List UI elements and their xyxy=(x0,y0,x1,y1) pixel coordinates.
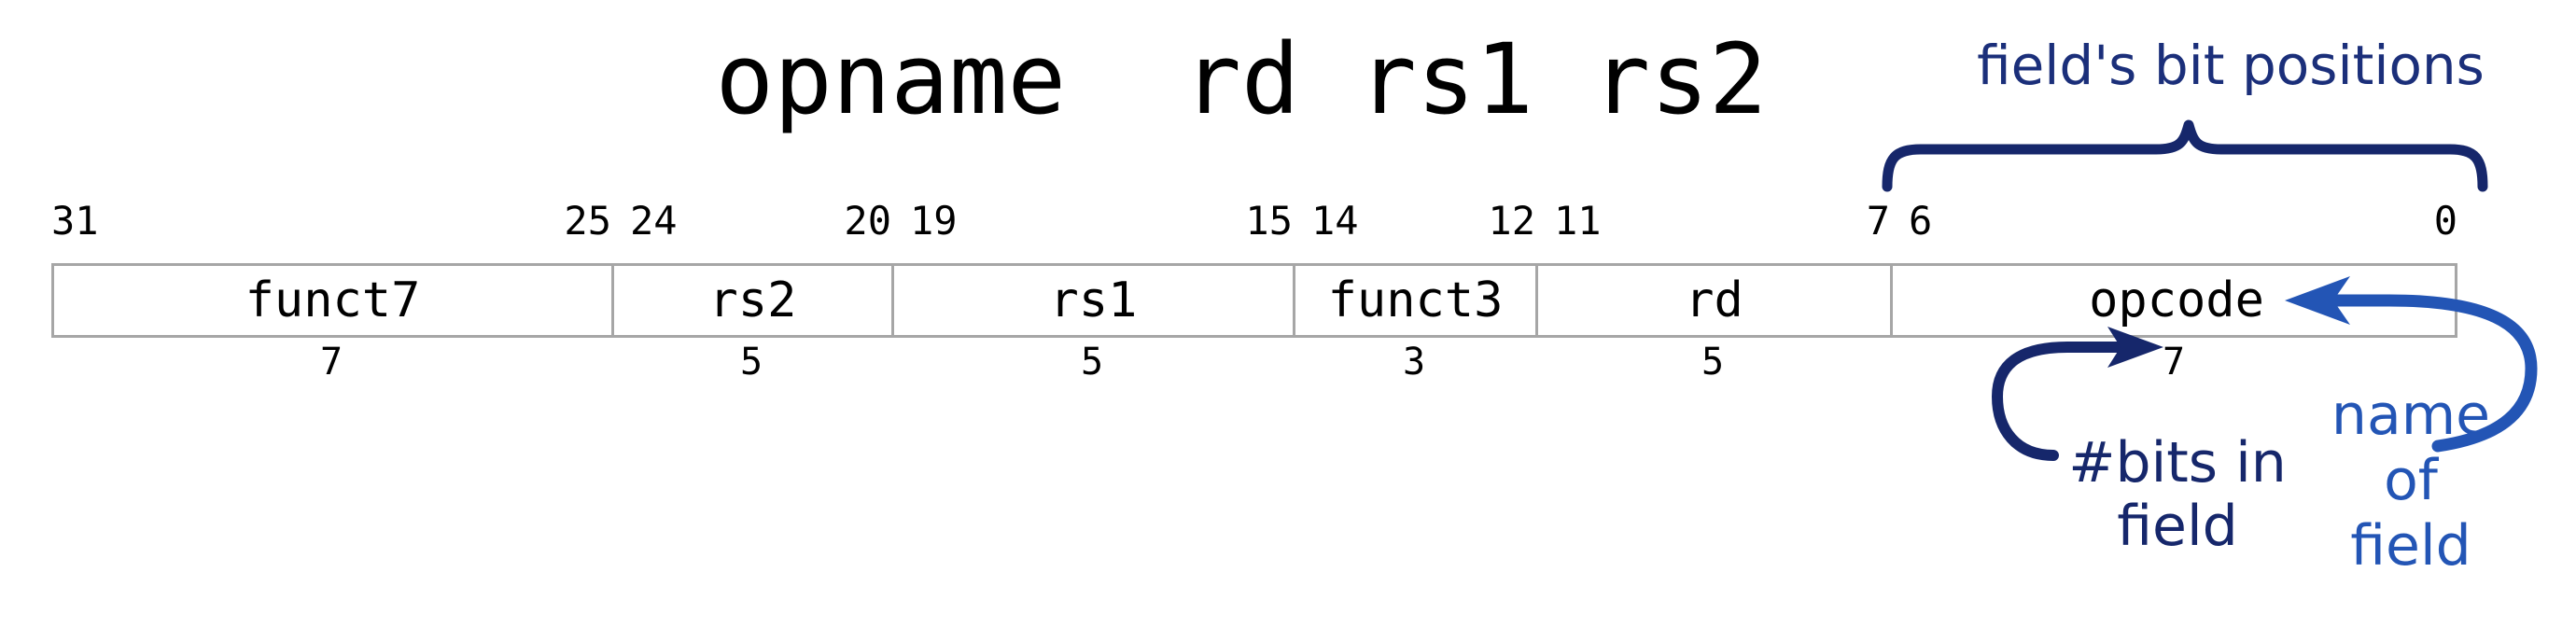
annotation-line: field xyxy=(2350,513,2471,579)
field-width-rs1: 5 xyxy=(1080,341,1104,384)
bit-label-19-4: 19 xyxy=(910,198,958,244)
field-cell-opcode: opcode xyxy=(2089,272,2264,328)
bit-label-24-2: 24 xyxy=(630,198,678,244)
field-cell-rd: rd xyxy=(1538,266,1893,335)
annotation-line: #bits in xyxy=(2068,430,2287,495)
brace-bit-positions xyxy=(1882,119,2488,192)
field-cell-funct7: funct7 xyxy=(54,266,614,335)
field-width-rd: 5 xyxy=(1701,341,1725,384)
field-bit-width-row: 7 5 5 3 5 7 xyxy=(51,342,2457,388)
bit-label-14-6: 14 xyxy=(1311,198,1359,244)
bit-label-7-9: 7 xyxy=(1866,198,1890,244)
field-width-funct3: 3 xyxy=(1402,341,1426,384)
annotation-line: field xyxy=(2117,494,2238,559)
field-cell-rs2: rs2 xyxy=(614,266,894,335)
bit-label-31-0: 31 xyxy=(51,198,99,244)
field-cell-funct3: funct3 xyxy=(1295,266,1538,335)
field-width-funct7: 7 xyxy=(319,341,343,384)
annotation-line: of xyxy=(2384,448,2438,513)
assembly-title: opname rd rs1 rs2 xyxy=(715,22,1768,136)
bit-label-11-8: 11 xyxy=(1554,198,1602,244)
bit-label-20-3: 20 xyxy=(844,198,891,244)
field-width-opcode: 7 xyxy=(2162,341,2186,384)
bit-label-6-10: 6 xyxy=(1909,198,1933,244)
bit-label-0-11: 0 xyxy=(2433,198,2457,244)
field-width-rs2: 5 xyxy=(739,341,763,384)
bit-label-15-5: 15 xyxy=(1245,198,1293,244)
bit-label-25-1: 25 xyxy=(564,198,611,244)
annotation-bit-positions: field's bit positions xyxy=(1977,34,2485,97)
bit-label-12-7: 12 xyxy=(1488,198,1535,244)
field-cell-rs1: rs1 xyxy=(894,266,1295,335)
annotation-line: name xyxy=(2331,383,2491,448)
